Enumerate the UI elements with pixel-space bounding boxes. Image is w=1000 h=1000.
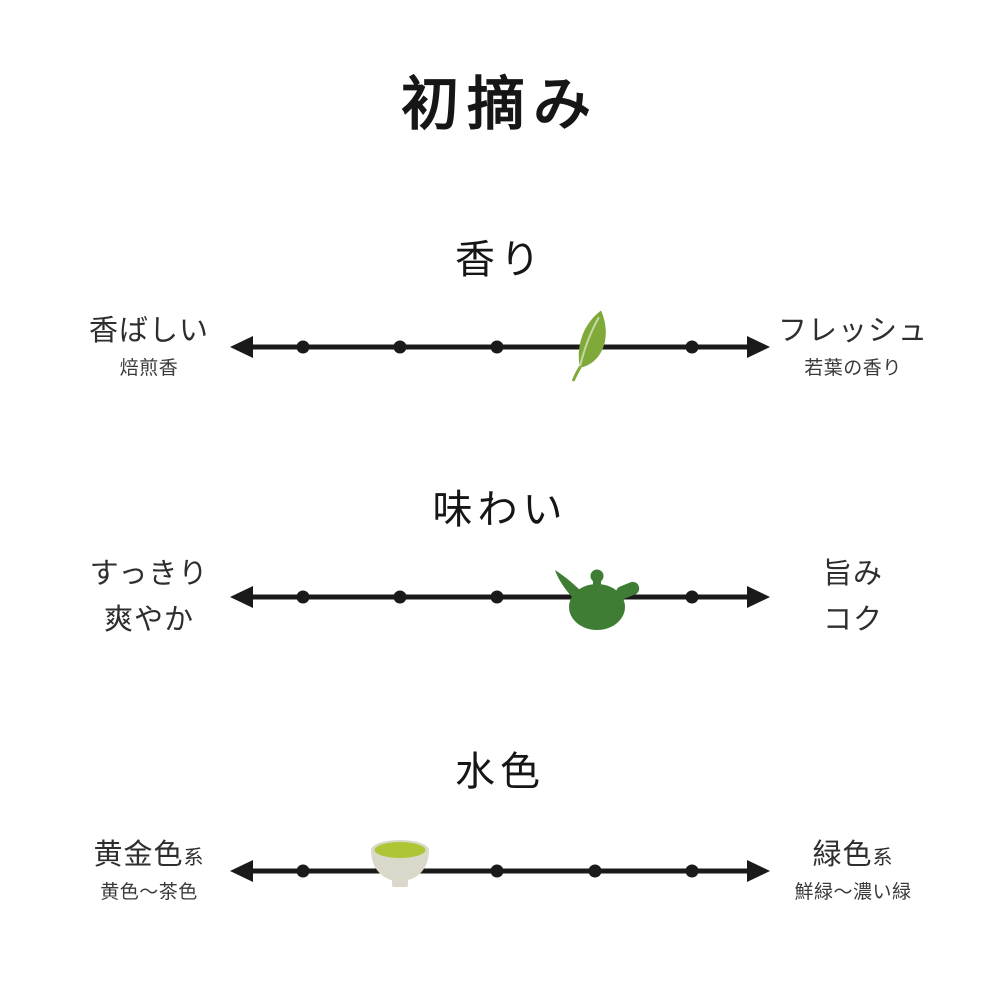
aroma-left-labels: 香ばしい 焙煎香 [0,313,230,380]
liquor-color-scale-axis [230,811,770,931]
liquor-color-scale-section: 水色 黄金色系 黄色〜茶色 [0,752,1000,931]
teapot-icon [550,561,640,633]
scale-tick-dot [490,340,504,354]
liquor-right-label: 緑色系 [770,837,936,873]
tea-leaf-icon [568,306,622,384]
liquor-left-label: 黄金色系 [68,837,230,873]
aroma-scale-heading: 香り [455,237,545,282]
left-arrowhead-icon [230,586,253,608]
liquor-left-labels: 黄金色系 黄色〜茶色 [0,837,230,904]
taste-left-labels: すっきり 爽やか [0,556,230,637]
scale-tick-dot [393,590,407,604]
aroma-scale-section: 香り 香ばしい 焙煎香 [0,240,1000,407]
aroma-right-sublabel: 若葉の香り [804,357,902,379]
tea-cup-icon [362,834,438,894]
scale-tick-dot [490,864,504,878]
taste-left-label: すっきり [89,558,209,591]
page-title: 初摘み [400,72,599,137]
aroma-left-sublabel: 焙煎香 [119,357,179,379]
aroma-right-labels: フレッシュ 若葉の香り [770,313,1000,380]
scale-tick-dot [490,590,504,604]
taste-scale-axis [230,537,770,657]
right-arrowhead-icon [747,586,770,608]
taste-scale-heading: 味わい [432,487,568,532]
aroma-scale-row: 香ばしい 焙煎香 フレッシュ [0,287,1000,407]
scale-tick-dot [685,864,699,878]
taste-right-labels: 旨み コク [770,556,1000,637]
liquor-right-label-main: 緑色 [812,839,873,872]
taste-left-sublabel: 爽やか [103,603,194,636]
scale-tick-dot [296,590,310,604]
liquor-left-label-suffix: 系 [183,847,205,870]
aroma-scale-axis [230,287,770,407]
scale-tick-dot [685,340,699,354]
left-arrowhead-icon [230,860,253,882]
taste-right-label: 旨み [822,558,883,591]
liquor-right-sublabel: 鮮緑〜濃い緑 [794,881,912,903]
right-arrowhead-icon [747,336,770,358]
aroma-right-label: フレッシュ [777,315,928,348]
aroma-left-label: 香ばしい [88,315,209,348]
liquor-right-labels: 緑色系 鮮緑〜濃い緑 [770,837,1000,904]
scale-tick-dot [296,340,310,354]
taste-scale-row: すっきり 爽やか [0,537,1000,657]
scale-tick-dot [393,340,407,354]
taste-right-sublabel: コク [822,603,883,636]
scale-tick-dot [588,864,602,878]
scale-tick-dot [685,590,699,604]
liquor-right-label-suffix: 系 [872,847,894,870]
liquor-color-scale-row: 黄金色系 黄色〜茶色 緑色系 [0,811,1000,931]
right-arrowhead-icon [747,860,770,882]
liquor-left-label-main: 黄金色 [93,839,184,872]
liquor-left-sublabel: 黄色〜茶色 [100,881,198,903]
liquor-color-scale-heading: 水色 [455,749,545,794]
taste-scale-section: 味わい すっきり 爽やか [0,490,1000,657]
scale-tick-dot [296,864,310,878]
left-arrowhead-icon [230,336,253,358]
